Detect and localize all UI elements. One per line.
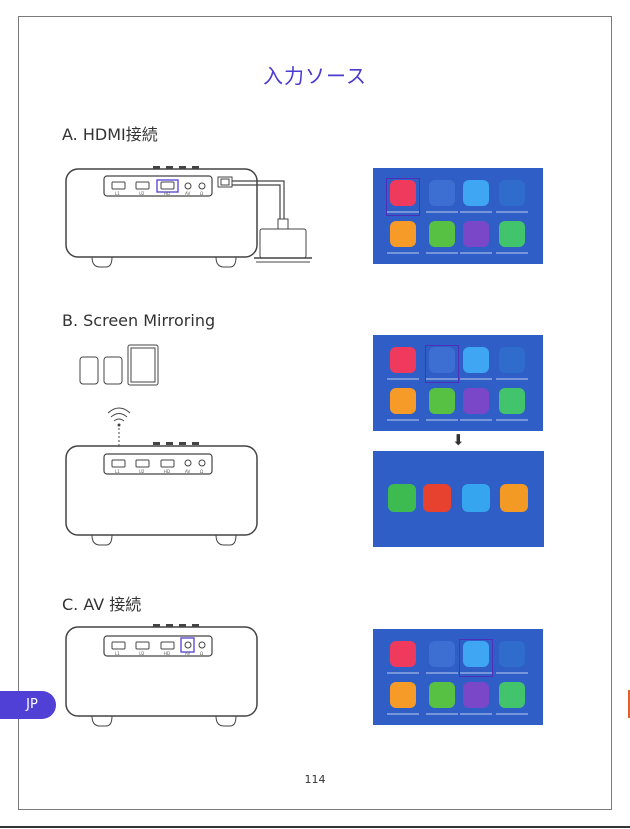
windows-cast-icon xyxy=(462,484,490,512)
tile-caption xyxy=(426,419,458,421)
tile-caption xyxy=(426,211,458,213)
arrow-down-icon: ⬇ xyxy=(452,431,465,449)
input-source-menu-hdmi xyxy=(373,168,543,264)
port-label: AV xyxy=(185,651,190,656)
port-label: U2 xyxy=(139,651,145,656)
file-icon xyxy=(499,221,525,247)
hdmi-icon xyxy=(390,347,416,373)
selected-source-highlight xyxy=(425,345,459,383)
video-icon xyxy=(390,682,416,708)
port-label: U2 xyxy=(139,191,145,196)
tile-caption xyxy=(387,378,419,380)
projector-b xyxy=(66,442,257,545)
android-cast-icon xyxy=(388,484,416,512)
tile-caption xyxy=(460,211,492,213)
tile-caption xyxy=(426,672,458,674)
port-label: HD xyxy=(164,191,170,196)
av-icon xyxy=(463,180,489,206)
projector-a xyxy=(66,166,312,267)
port-label: HD xyxy=(164,469,170,474)
port-label: L1 xyxy=(115,191,120,196)
music-icon xyxy=(429,221,455,247)
input-source-menu-av xyxy=(373,629,543,725)
port-label: AV xyxy=(185,469,190,474)
tile-caption xyxy=(496,211,528,213)
photo-icon xyxy=(463,388,489,414)
screen-mirroring-icon xyxy=(429,180,455,206)
bottom-rule xyxy=(0,826,630,828)
tile-caption xyxy=(496,672,528,674)
tile-caption xyxy=(460,713,492,715)
selected-source-highlight xyxy=(459,639,493,677)
port-label: Ω xyxy=(200,651,203,656)
screen-mirroring-icon xyxy=(429,641,455,667)
tile-caption xyxy=(496,252,528,254)
help-icon xyxy=(500,484,528,512)
settings-icon xyxy=(499,641,525,667)
ios-cast-icon xyxy=(423,484,451,512)
music-icon xyxy=(429,682,455,708)
file-icon xyxy=(499,682,525,708)
video-icon xyxy=(390,388,416,414)
selected-source-highlight xyxy=(386,178,420,216)
tile-caption xyxy=(387,252,419,254)
mobile-devices xyxy=(80,345,158,446)
file-icon xyxy=(499,388,525,414)
port-label: HD xyxy=(164,651,170,656)
music-icon xyxy=(429,388,455,414)
page-number: 114 xyxy=(0,773,630,786)
port-label: L1 xyxy=(115,469,120,474)
tile-caption xyxy=(460,419,492,421)
tile-caption xyxy=(387,672,419,674)
port-label: U2 xyxy=(139,469,145,474)
hdmi-icon xyxy=(390,641,416,667)
port-label: AV xyxy=(185,191,190,196)
tile-caption xyxy=(496,378,528,380)
settings-icon xyxy=(499,347,525,373)
tile-caption xyxy=(387,713,419,715)
tile-caption xyxy=(496,419,528,421)
settings-icon xyxy=(499,180,525,206)
av-port-highlight xyxy=(181,638,194,652)
tile-caption xyxy=(426,713,458,715)
photo-icon xyxy=(463,682,489,708)
port-label: L1 xyxy=(115,651,120,656)
tile-caption xyxy=(460,378,492,380)
projector-c xyxy=(66,624,257,726)
port-label: Ω xyxy=(200,191,203,196)
av-icon xyxy=(463,347,489,373)
screen-mirroring-options xyxy=(373,451,544,547)
tile-caption xyxy=(387,419,419,421)
tile-caption xyxy=(496,713,528,715)
video-icon xyxy=(390,221,416,247)
section-c-heading: C. AV 接続 xyxy=(62,591,141,615)
photo-icon xyxy=(463,221,489,247)
port-label: Ω xyxy=(200,469,203,474)
input-source-menu-mirroring xyxy=(373,335,543,431)
language-tab: JP xyxy=(0,691,56,719)
tile-caption xyxy=(460,252,492,254)
section-b-heading: B. Screen Mirroring xyxy=(62,311,215,330)
tile-caption xyxy=(426,252,458,254)
